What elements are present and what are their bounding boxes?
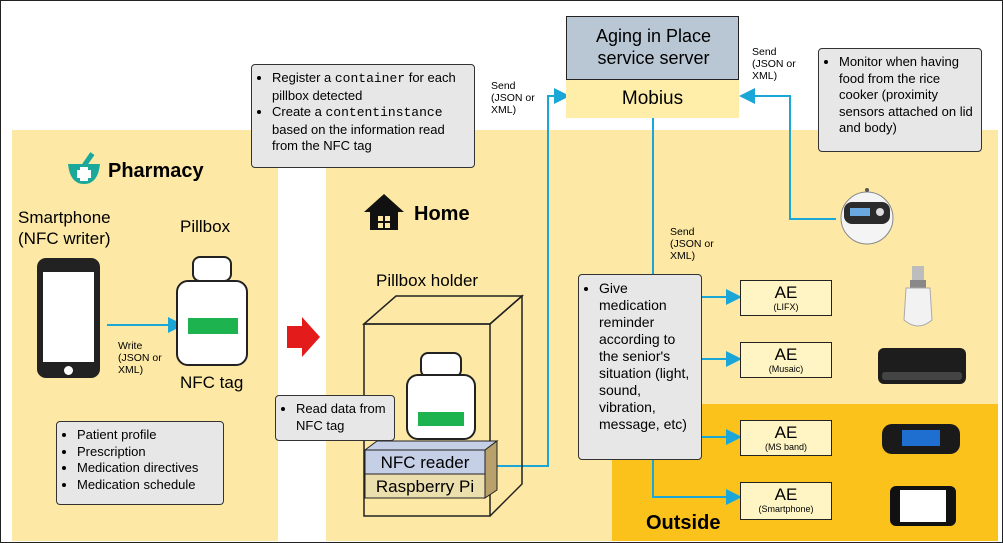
home-title: Home: [414, 203, 470, 225]
speaker-icon: [878, 348, 966, 384]
pillbox-home: [406, 350, 476, 440]
raspberry-pi-label: Raspberry Pi: [375, 477, 475, 496]
rice-cooker-callout: Monitor when having food from the rice c…: [818, 48, 982, 152]
pillbox-pharmacy: [176, 250, 248, 368]
write-label: Write (JSON or XML): [118, 340, 162, 376]
ae-box-smartphone: AE(Smartphone): [740, 482, 832, 520]
arrow-mobius-trunk: [652, 116, 742, 505]
server-title: Aging in Place service server: [595, 26, 712, 68]
send-label-down: Send (JSON or XML): [670, 226, 714, 262]
arrow-reader-to-mobius: [483, 88, 570, 467]
reminder-callout: Give medication reminder according to th…: [578, 274, 702, 460]
smartband-icon: [882, 424, 960, 454]
outside-smartphone-icon: [890, 486, 956, 526]
mobius-box: Mobius: [566, 79, 739, 118]
pharmacy-title: Pharmacy: [108, 160, 204, 182]
nfc-tag: [188, 318, 238, 334]
smartphone-device: [37, 258, 100, 378]
register-callout: Register a container for each pillbox de…: [251, 64, 475, 168]
send-label-left: Send (JSON or XML): [491, 80, 535, 116]
red-transfer-arrow: [287, 317, 320, 357]
pillbox-home-body: [406, 374, 476, 440]
ae-box-msband: AE(MS band): [740, 420, 832, 456]
rice-cooker-icon: [840, 188, 894, 245]
pillbox-cap: [192, 256, 232, 282]
nfc-tag-label: NFC tag: [180, 373, 244, 392]
pillbox-holder-label: Pillbox holder: [376, 271, 479, 290]
smartphone-home-button: [64, 366, 73, 375]
smartphone-label: Smartphone (NFC writer): [18, 208, 111, 248]
server-box: Aging in Place service server Mobius: [566, 16, 739, 118]
ae-box-musaic: AE(Musaic): [740, 342, 832, 378]
patient-info-callout: Patient profile Prescription Medication …: [56, 421, 224, 505]
light-bulb-icon: [903, 266, 933, 327]
arrow-ricecooker-to-mobius: [739, 88, 836, 220]
read-data-callout: Read data from NFC tag: [275, 395, 395, 441]
pharmacy-icon: [68, 152, 100, 184]
smartphone-screen: [43, 272, 94, 362]
reader-stack: [363, 440, 499, 499]
nfc-reader-label: NFC reader: [380, 453, 470, 472]
ae-box-lifx: AE(LIFX): [740, 280, 832, 316]
home-icon: [364, 194, 404, 230]
outside-title: Outside: [646, 512, 721, 534]
pillbox-label: Pillbox: [180, 217, 231, 236]
send-label-right: Send (JSON or XML): [752, 46, 796, 82]
mobius-label: Mobius: [621, 88, 684, 109]
pillbox-home-tag: [418, 412, 464, 426]
